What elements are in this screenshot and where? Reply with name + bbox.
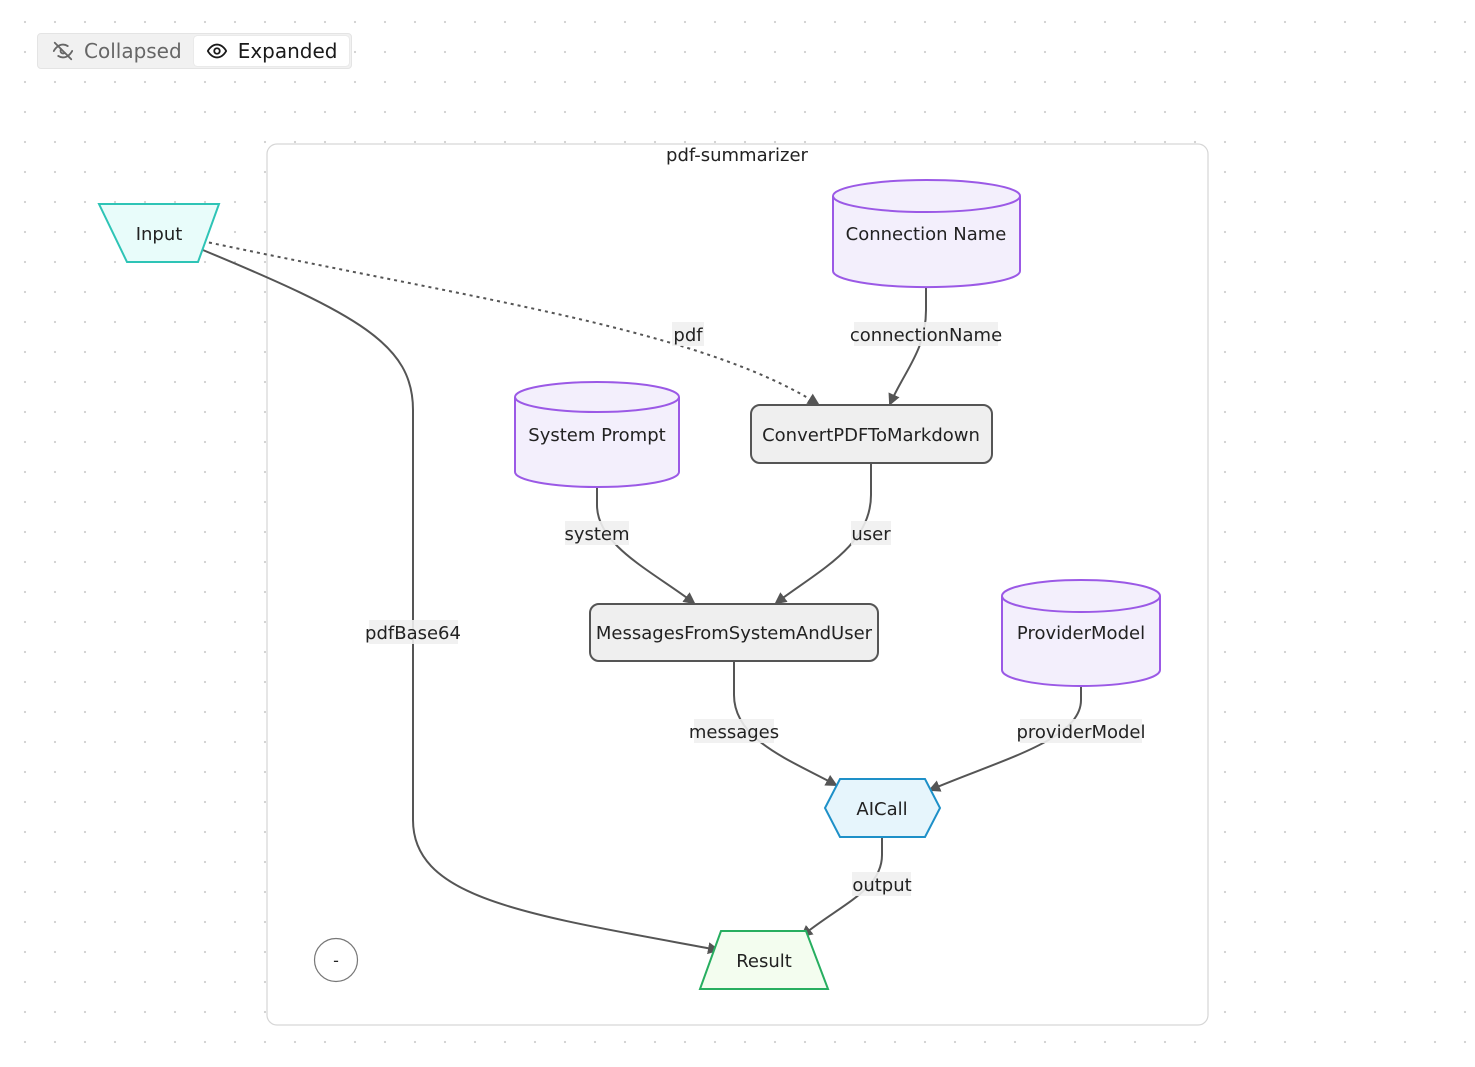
eye-off-icon: [52, 41, 74, 61]
subgraph-frame: [266, 143, 1209, 1026]
node-connection-name[interactable]: Connection Name: [832, 179, 1021, 289]
node-result-label: Result: [736, 951, 792, 972]
edge-label-bg: [852, 872, 911, 896]
node-messages[interactable]: MessagesFromSystemAndUser: [589, 603, 879, 662]
edge-system-messages: [596, 487, 696, 605]
node-provider-model-label: ProviderModel: [1017, 623, 1145, 644]
edge-label-output: output: [852, 875, 911, 896]
edge-convert-messages: [774, 464, 872, 605]
edge-input-result: [197, 247, 720, 955]
edge-label-bg: [854, 322, 998, 346]
view-toggle: Collapsed Expanded: [37, 33, 353, 69]
node-input-label: Input: [136, 224, 183, 245]
edge-label-system: system: [564, 524, 629, 545]
edge-label-bg: [565, 521, 629, 545]
node-convert-pdf-label: ConvertPDFToMarkdown: [762, 425, 980, 446]
collapsed-toggle-button[interactable]: Collapsed: [40, 36, 194, 66]
collapsed-label: Collapsed: [84, 39, 182, 63]
collapse-subgraph-button[interactable]: -: [313, 937, 359, 983]
node-provider-model[interactable]: ProviderModel: [1001, 579, 1161, 687]
edge-label-bg: [851, 521, 891, 545]
node-result[interactable]: Result: [698, 930, 830, 990]
node-aicall-label: AICall: [856, 799, 907, 820]
collapse-button-label: -: [333, 951, 339, 970]
edge-label-messages: messages: [689, 722, 779, 743]
node-aicall[interactable]: AICall: [823, 778, 942, 838]
edge-label-bg: [672, 322, 704, 346]
edge-connection-convert: [888, 288, 927, 406]
edge-messages-aicall: [733, 662, 838, 786]
node-messages-label: MessagesFromSystemAndUser: [596, 623, 873, 644]
node-input[interactable]: Input: [97, 203, 221, 263]
edge-provider-aicall: [928, 686, 1082, 792]
node-connection-name-label: Connection Name: [846, 224, 1007, 245]
edge-label-connection-name: connectionName: [850, 325, 1002, 346]
edge-input-convert: [201, 240, 820, 406]
edge-label-bg: [369, 620, 458, 644]
eye-icon: [206, 43, 227, 59]
edge-label-bg: [694, 719, 774, 743]
edge-label-provider-model: providerModel: [1016, 722, 1145, 743]
edge-label-bg: [1020, 719, 1142, 743]
expanded-label: Expanded: [237, 39, 338, 63]
node-system-prompt[interactable]: System Prompt: [514, 381, 680, 488]
node-convert-pdf[interactable]: ConvertPDFToMarkdown: [750, 404, 993, 464]
node-system-prompt-label: System Prompt: [528, 425, 665, 446]
expanded-toggle-button[interactable]: Expanded: [193, 36, 350, 66]
subgraph-title: pdf-summarizer: [666, 145, 809, 166]
edge-label-pdf: pdf: [673, 325, 703, 346]
edge-label-user: user: [851, 524, 891, 545]
edge-label-pdfbase64: pdfBase64: [365, 623, 461, 644]
